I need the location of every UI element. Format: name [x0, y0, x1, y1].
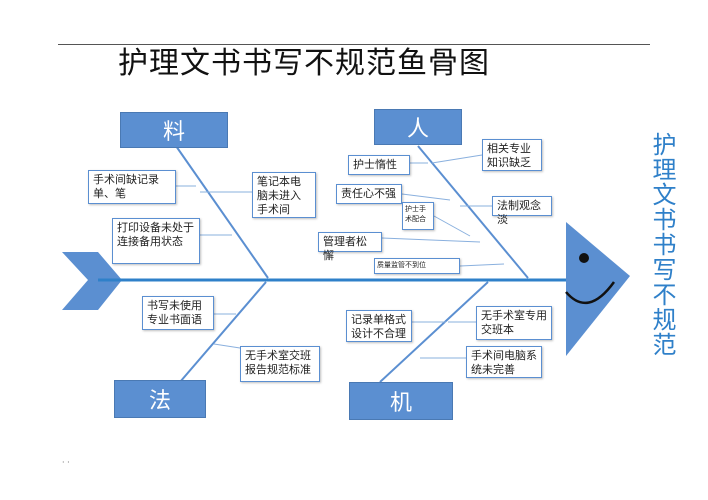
arrow-people-4 — [433, 215, 471, 237]
arrow-people-7 — [459, 263, 505, 267]
fish-eye — [579, 253, 589, 263]
cause-method-1: 书写未使用专业书面语 — [142, 296, 214, 330]
cause-people-7: 质量监管不到位 — [374, 258, 460, 274]
cause-people-3: 责任心不强 — [336, 184, 402, 204]
cause-people-5: 法制观念淡 — [492, 196, 552, 226]
category-material: 料 — [120, 112, 228, 148]
category-people: 人 — [374, 109, 462, 145]
arrow-people-1 — [431, 154, 483, 164]
bone-people — [417, 145, 529, 279]
bone-method — [179, 281, 267, 383]
cause-machine-3: 手术间电脑系统未完善 — [466, 346, 542, 378]
bone-material — [175, 145, 269, 279]
arrow-people-6 — [381, 237, 481, 243]
cause-machine-2: 无手术室专用交班本 — [476, 306, 552, 340]
bone-machine — [379, 281, 489, 383]
category-method: 法 — [114, 380, 206, 418]
category-machine: 机 — [349, 382, 453, 420]
footer-mark: · · — [62, 458, 70, 467]
diagram-title: 护理文书书写不规范鱼骨图 — [118, 46, 490, 81]
effect-label: 护理文书书写不规范 — [648, 132, 676, 357]
cause-people-4: 护士手术配合 — [402, 202, 434, 230]
cause-material-2: 打印设备未处于连接备用状态 — [112, 218, 200, 264]
fish-mouth — [565, 281, 616, 305]
cause-people-2: 护士惰性 — [348, 155, 410, 175]
arrow-people-3 — [401, 193, 451, 201]
cause-method-2: 无手术室交班报告规范标准 — [240, 346, 320, 382]
cause-people-1: 相关专业知识缺乏 — [482, 139, 542, 171]
arrow-method-2 — [213, 343, 241, 349]
cause-material-3: 笔记本电脑未进入手术间 — [252, 172, 316, 218]
cause-material-1: 手术间缺记录单、笔 — [88, 170, 176, 204]
title-rule — [58, 44, 650, 45]
cause-people-6: 管理者松懈 — [318, 232, 382, 262]
fish-head — [566, 222, 630, 356]
fish-tail — [62, 252, 122, 310]
cause-machine-1: 记录单格式设计不合理 — [346, 310, 412, 342]
